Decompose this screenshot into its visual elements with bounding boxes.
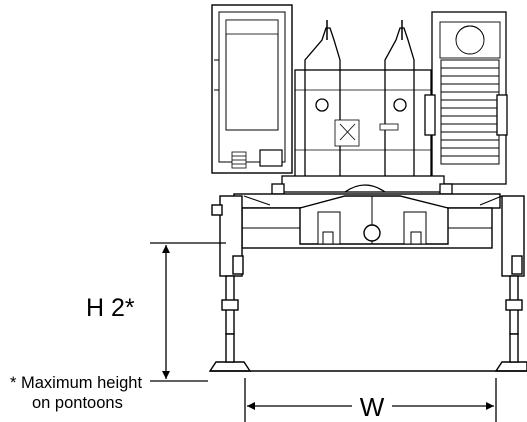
- right-outrigger: [479, 195, 527, 372]
- footnote-line-1: * Maximum height: [10, 374, 143, 392]
- carbody: [233, 193, 501, 249]
- boom-mast-section: [294, 20, 432, 181]
- footnote-line-2: on pontoons: [32, 394, 123, 412]
- width-label: W: [360, 392, 385, 422]
- operator-cab: [211, 4, 293, 174]
- engine-housing: [424, 11, 508, 185]
- height-dimension: [150, 242, 226, 382]
- height-label: H 2*: [86, 294, 135, 322]
- slewing-ring: [271, 175, 453, 195]
- width-dimension: [244, 378, 497, 422]
- left-outrigger: [208, 195, 271, 372]
- footnote: * Maximum height on pontoons: [10, 373, 142, 413]
